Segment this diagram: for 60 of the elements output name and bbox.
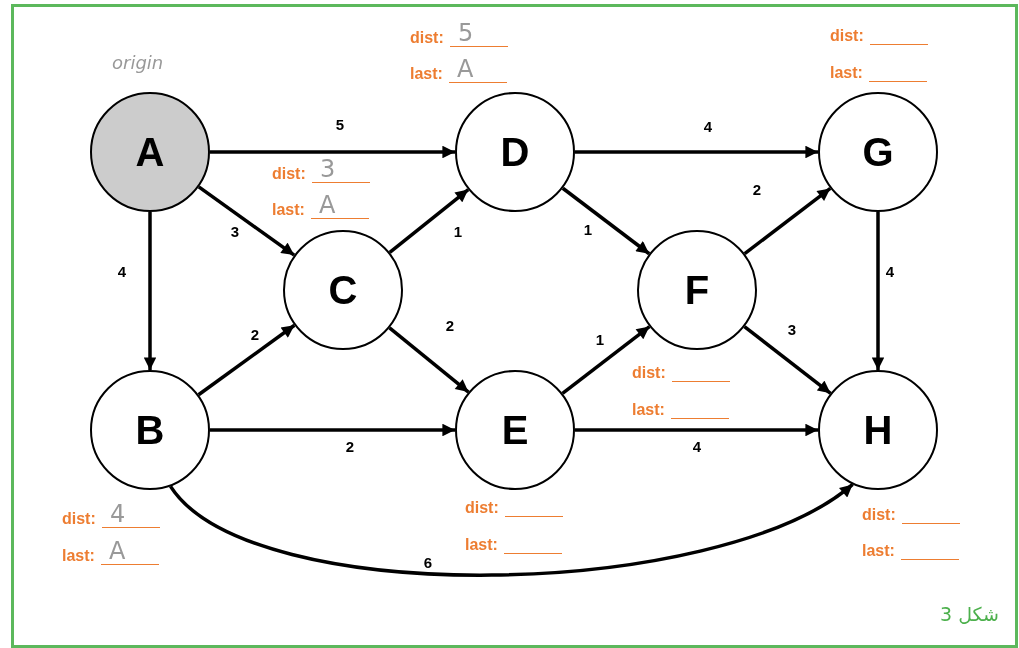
field-label: dist: (410, 29, 444, 47)
arrow (561, 186, 651, 256)
field-label: dist: (862, 506, 896, 524)
arrow (575, 423, 818, 437)
arrow (210, 145, 455, 159)
graph-node: G (818, 92, 938, 212)
edge-label: 4 (702, 119, 714, 135)
graph-node: C (283, 230, 403, 350)
arrow (871, 212, 885, 370)
graph-node: B (90, 370, 210, 490)
field-label: dist: (465, 499, 499, 517)
edge-label: 2 (249, 327, 261, 343)
field-label: last: (410, 65, 443, 83)
field-label: dist: (272, 165, 306, 183)
field-label: last: (632, 401, 665, 419)
field-label: last: (62, 547, 95, 565)
arrow (197, 185, 296, 257)
arrow (388, 326, 470, 394)
edge-label: 3 (786, 322, 798, 338)
edge-label: 1 (452, 224, 464, 240)
edge-label: 2 (444, 318, 456, 334)
edge-label: 2 (344, 439, 356, 455)
field-label: last: (465, 536, 498, 554)
handwritten-answer: 3 (320, 156, 336, 182)
edge-label: 4 (691, 439, 703, 455)
handwritten-answer: A (457, 56, 474, 82)
field-label: last: (272, 201, 305, 219)
arrow (388, 188, 470, 254)
arrow (210, 423, 455, 437)
field-label: last: (830, 64, 863, 82)
handwritten-answer: 4 (110, 501, 126, 527)
field-label: dist: (62, 510, 96, 528)
field-label: dist: (632, 364, 666, 382)
field-label: last: (862, 542, 895, 560)
handwritten-answer: 5 (458, 20, 474, 46)
graph-node: A (90, 92, 210, 212)
annotation: origin (112, 51, 164, 75)
edge-label: 4 (116, 264, 128, 280)
arrow (743, 325, 832, 395)
arrow (561, 325, 651, 395)
arrow (143, 212, 157, 370)
arrow (169, 482, 854, 577)
edge-label: 5 (334, 117, 346, 133)
graph-node: E (455, 370, 575, 490)
edge-label: 1 (594, 332, 606, 348)
graph-node: F (637, 230, 757, 350)
edge-label: 2 (751, 182, 763, 198)
edge-label: 1 (582, 222, 594, 238)
caption: شكل 3 (940, 603, 999, 625)
arrow (197, 323, 296, 397)
arrow (743, 187, 832, 255)
handwritten-answer: A (109, 538, 126, 564)
field-label: dist: (830, 27, 864, 45)
graph-node: D (455, 92, 575, 212)
edge-label: 4 (884, 264, 896, 280)
arrow (575, 145, 818, 159)
edge-label: 6 (422, 555, 434, 571)
edge-label: 3 (229, 224, 241, 240)
graph-node: H (818, 370, 938, 490)
handwritten-answer: A (319, 192, 336, 218)
